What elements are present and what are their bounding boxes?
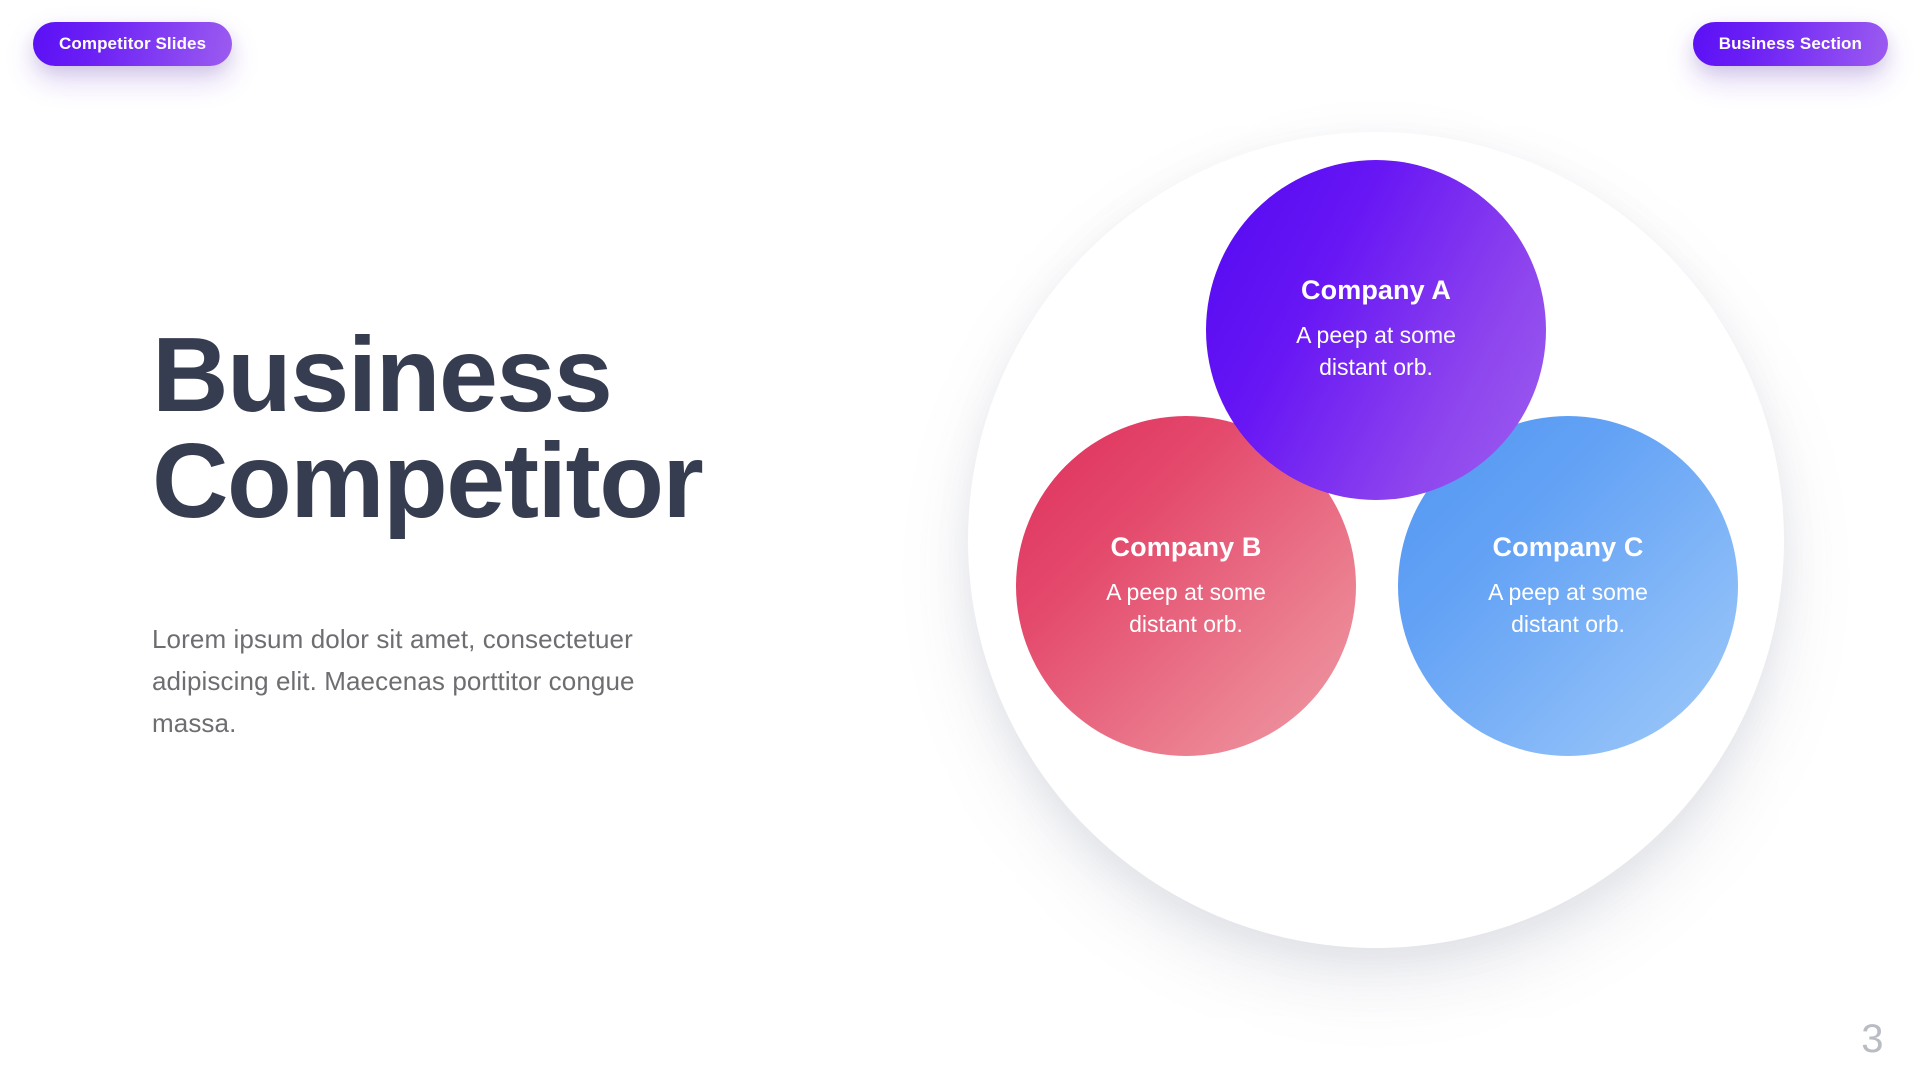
body-paragraph: Lorem ipsum dolor sit amet, consectetuer… — [152, 624, 635, 739]
orb-company-a-description: A peep at some distant orb. — [1296, 322, 1456, 381]
page-number: 3 — [1861, 1017, 1884, 1061]
page-title: Business Competitor — [152, 322, 812, 534]
orb-company-a-title: Company A — [1301, 275, 1451, 306]
left-text-column: Business Competitor Lorem ipsum dolor si… — [152, 322, 812, 744]
page-title-line-2: Competitor — [152, 422, 704, 540]
badge-business-section[interactable]: Business Section — [1692, 22, 1888, 66]
badge-competitor-slides[interactable]: Competitor Slides — [33, 22, 233, 66]
badge-business-section-label: Business Section — [1718, 34, 1862, 53]
orb-company-c-title: Company C — [1492, 532, 1644, 563]
badge-competitor-slides-label: Competitor Slides — [59, 34, 207, 53]
orb-company-a[interactable]: Company A A peep at some distant orb. — [1206, 160, 1546, 500]
orb-company-b-description: A peep at some distant orb. — [1106, 579, 1266, 638]
orb-company-c-description: A peep at some distant orb. — [1488, 579, 1648, 638]
orb-company-b-title: Company B — [1110, 532, 1262, 563]
venn-diagram: Company B A peep at some distant orb. Co… — [968, 132, 1784, 948]
page-title-line-1: Business — [152, 316, 613, 434]
orb-company-c[interactable]: Company C A peep at some distant orb. — [1398, 416, 1738, 756]
